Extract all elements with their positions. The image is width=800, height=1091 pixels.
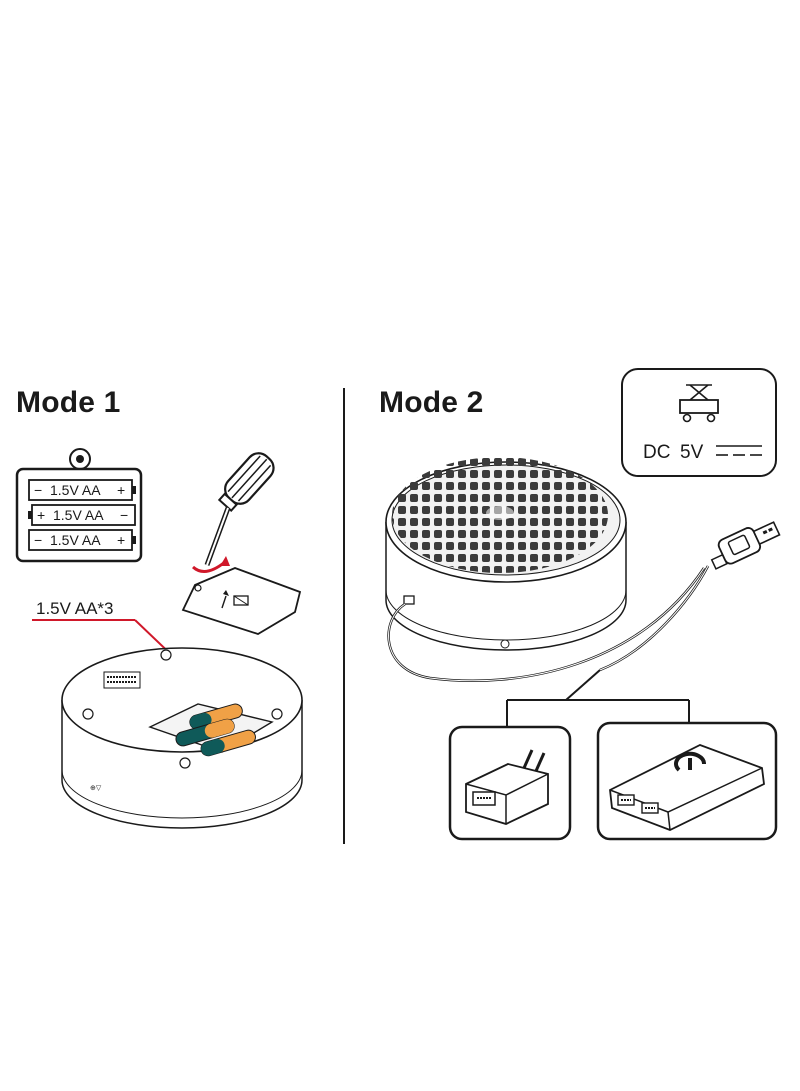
mode-divider <box>343 388 345 844</box>
battery-row3-label: 1.5V AA <box>50 532 101 548</box>
screwdriver-icon <box>204 452 275 566</box>
battery-row2-right: − <box>120 507 128 523</box>
battery-row1-left: − <box>34 482 42 498</box>
battery-row3-right: + <box>117 532 125 548</box>
power-bank-icon <box>609 744 765 831</box>
battery-row1-right: + <box>117 482 125 498</box>
battery-row2-label: 1.5V AA <box>53 507 104 523</box>
battery-row1-label: 1.5V AA <box>50 482 101 498</box>
usb-cable-icon <box>387 521 781 683</box>
battery-holder-icon <box>15 448 143 563</box>
wall-adapter-icon <box>465 749 549 825</box>
source-connector-lines <box>506 669 690 727</box>
mode2-title: Mode 2 <box>379 386 484 419</box>
battery-spec-label: 1.5V AA*3 <box>36 599 114 618</box>
voltage-label: 5V <box>680 442 704 463</box>
dc-symbol-icon <box>716 445 762 456</box>
mode1-title: Mode 1 <box>16 386 121 419</box>
speaker-base-top <box>385 457 627 651</box>
battery-cover-icon <box>181 567 302 635</box>
battery-row2-left: + <box>37 507 45 523</box>
tram-symbol-icon <box>679 384 719 423</box>
power-symbol-icon <box>674 751 707 772</box>
dc-label: DC <box>643 442 670 463</box>
svg-text:⊕▽: ⊕▽ <box>90 785 102 792</box>
battery-row3-left: − <box>34 532 42 548</box>
power-spec-box <box>621 368 777 477</box>
aa-batteries-icon <box>175 703 256 757</box>
